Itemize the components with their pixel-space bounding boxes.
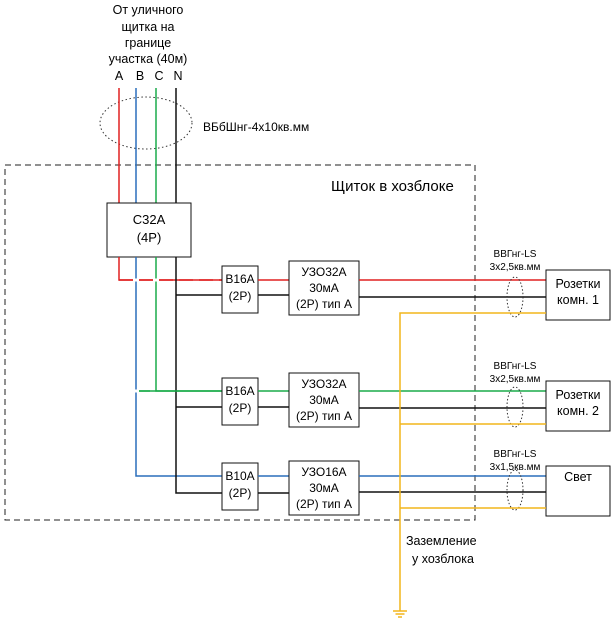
phase-c-label: C <box>154 69 163 83</box>
wire-phase-a-out <box>118 257 222 281</box>
phase-a-label: A <box>115 69 124 83</box>
rcd-2-rating: УЗО32А <box>301 377 346 391</box>
cable-2-marker <box>506 386 524 428</box>
source-label-line-1: От уличного <box>113 3 184 17</box>
ground-wiring: Заземление у хозблока <box>393 312 546 618</box>
branch-3: В10А (2Р) УЗО16А 30мА (2Р) тип А ВВГнг-L… <box>221 449 611 517</box>
load-3 <box>545 465 611 517</box>
phase-b-label: B <box>136 69 144 83</box>
main-breaker-rating: С32А <box>133 212 166 227</box>
input-cable-label: ВБбШнг-4х10кв.мм <box>203 120 309 134</box>
breaker-2-poles: (2Р) <box>229 401 252 415</box>
cable-3-type: ВВГнг-LS <box>494 449 537 460</box>
source-label-line-2: щитка на <box>121 20 174 34</box>
main-breaker <box>106 202 192 258</box>
cable-1-marker <box>506 276 524 318</box>
rcd-3-current: 30мА <box>309 481 339 495</box>
rcd-3 <box>288 460 360 516</box>
panel-boundary <box>4 164 476 521</box>
source-label-line-3: границе <box>125 36 171 50</box>
cable-1-section: 3х2,5кв.мм <box>490 262 541 273</box>
panel-title: Щиток в хозблоке <box>331 178 454 195</box>
breaker-2-rating: В16А <box>225 384 254 398</box>
cable-1-type: ВВГнг-LS <box>494 249 537 260</box>
rcd-2 <box>288 372 360 428</box>
load-2-name: Розетки <box>556 388 601 402</box>
breaker-3-rating: В10А <box>225 469 254 483</box>
rcd-1-current: 30мА <box>309 281 339 295</box>
branch-2: В16А (2Р) УЗО32А 30мА (2Р) тип А ВВГнг-L… <box>221 361 611 432</box>
breaker-1 <box>221 265 259 314</box>
main-breaker-poles: (4Р) <box>137 230 162 245</box>
rcd-3-rating: УЗО16А <box>301 465 346 479</box>
rcd-3-type: (2Р) тип А <box>296 497 352 511</box>
cable-2-section: 3х2,5кв.мм <box>490 374 541 385</box>
load-2 <box>545 380 611 432</box>
breaker-2 <box>221 377 259 426</box>
wire-neutral-out <box>175 257 222 494</box>
breaker-1-poles: (2Р) <box>229 289 252 303</box>
load-2-location: комн. 2 <box>557 404 599 418</box>
rcd-2-current: 30мА <box>309 393 339 407</box>
ground-label-line-2: у хозблока <box>412 552 474 566</box>
source-label: От уличного щитка на границе участка (40… <box>109 3 188 66</box>
cable-2-type: ВВГнг-LS <box>494 361 537 372</box>
breaker-3 <box>221 462 259 511</box>
ground-wire-main <box>399 312 546 611</box>
branch-1: В16А (2Р) УЗО32А 30мА (2Р) тип А ВВГнг-L… <box>221 249 611 321</box>
neutral-label: N <box>173 69 182 83</box>
rcd-2-type: (2Р) тип А <box>296 409 352 423</box>
source-label-line-4: участка (40м) <box>109 52 188 66</box>
breaker-1-rating: В16А <box>225 272 254 286</box>
load-1 <box>545 269 611 321</box>
rcd-1-type: (2Р) тип А <box>296 297 352 311</box>
rcd-1 <box>288 260 360 316</box>
cable-3-section: 3х1,5кв.мм <box>490 462 541 473</box>
load-1-location: комн. 1 <box>557 293 599 307</box>
load-1-name: Розетки <box>556 277 601 291</box>
ground-label-line-1: Заземление <box>406 534 477 548</box>
breaker-3-poles: (2Р) <box>229 486 252 500</box>
rcd-1-rating: УЗО32А <box>301 265 346 279</box>
cable-3-marker <box>506 469 524 511</box>
load-3-name: Свет <box>564 470 592 484</box>
wire-phase-c-out <box>155 257 222 392</box>
input-cable-marker <box>99 96 193 150</box>
ground-symbol <box>393 610 407 618</box>
wire-phase-b-out <box>135 257 222 477</box>
